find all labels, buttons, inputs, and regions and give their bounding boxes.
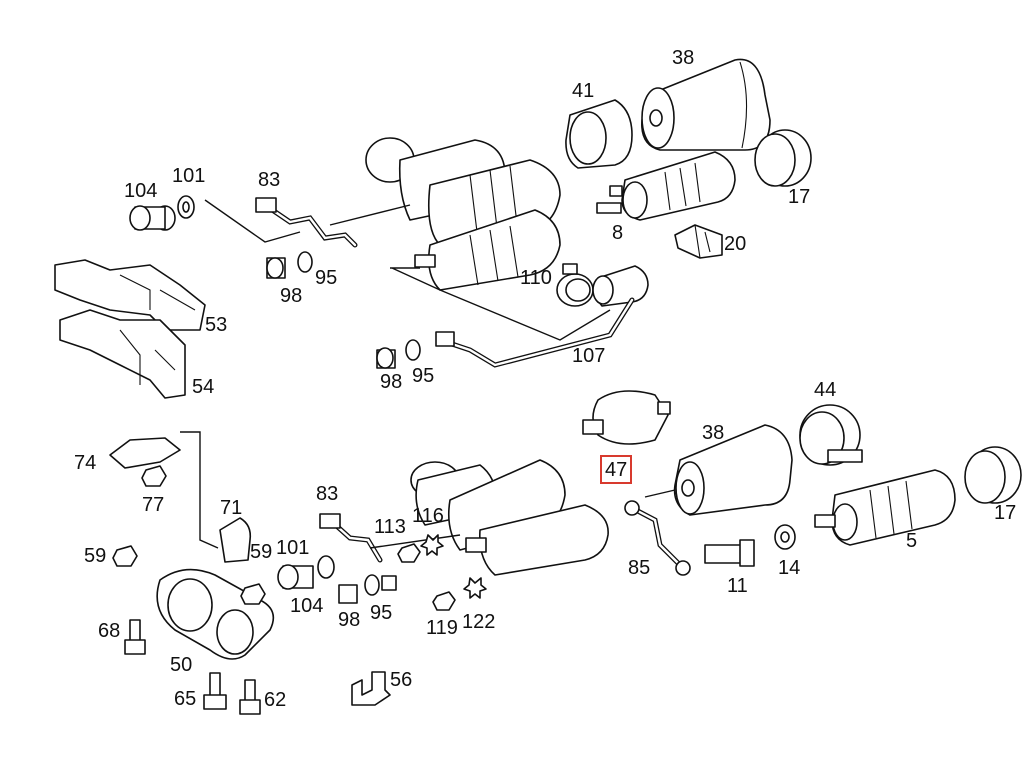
fuel-filter-top [641, 58, 771, 151]
damper-71 [219, 517, 252, 563]
bracket-54 [59, 309, 186, 399]
callout-59-left: 59 [84, 545, 107, 567]
bracket-74 [109, 437, 181, 469]
callout-98-mid: 98 [380, 371, 403, 393]
fuel-filter-lower [673, 424, 793, 516]
callout-47-highlighted[interactable]: 47 [600, 455, 633, 484]
callout-95-mid: 95 [412, 365, 435, 387]
callout-122: 122 [462, 611, 496, 633]
star-washer-116 [420, 534, 444, 556]
callout-38-top: 38 [672, 47, 695, 69]
callout-101-lower: 101 [276, 537, 310, 559]
callout-85: 85 [628, 557, 651, 579]
callout-95-top: 95 [315, 267, 338, 289]
washer-14 [774, 524, 796, 550]
callout-5: 5 [906, 530, 918, 552]
callout-77: 77 [142, 494, 165, 516]
callout-56: 56 [390, 669, 413, 691]
pipe-107 [435, 297, 635, 368]
nut-77 [141, 465, 167, 487]
star-washer-122 [463, 577, 487, 599]
lower-pump-assembly [410, 459, 609, 576]
callout-95-lower: 95 [370, 602, 393, 624]
callout-59-right: 59 [250, 541, 273, 563]
callout-8: 8 [612, 222, 624, 244]
callout-98-lower: 98 [338, 609, 361, 631]
fuel-pump-8 [596, 151, 736, 221]
bracket-53 [54, 259, 206, 331]
clamp-44 [799, 404, 863, 466]
fuel-pump-5 [814, 469, 956, 546]
callout-41: 41 [572, 80, 595, 102]
washer-101-top [177, 195, 195, 219]
callout-110: 110 [520, 267, 552, 289]
ring-17-top [754, 129, 812, 187]
callout-83-lower: 83 [316, 483, 339, 505]
washer-95-top [297, 251, 313, 273]
clamp-110 [556, 263, 594, 307]
callout-62: 62 [264, 689, 287, 711]
bolt-104-lower [277, 564, 314, 590]
bolt-68 [124, 619, 146, 655]
callout-101-top: 101 [172, 165, 206, 187]
upper-pump-assembly [365, 137, 561, 291]
callout-74: 74 [74, 452, 97, 474]
callout-104-lower: 104 [290, 595, 324, 617]
callout-104-top: 104 [124, 180, 158, 202]
callout-116: 116 [412, 505, 444, 527]
callout-83-top: 83 [258, 169, 281, 191]
washer-101-lower [317, 555, 335, 579]
accumulator-47 [582, 390, 671, 445]
clamp-50 [112, 545, 275, 660]
callout-113: 113 [374, 516, 406, 538]
screw-98-lower [338, 584, 358, 604]
bolt-65 [203, 672, 227, 710]
sensor-body [592, 265, 649, 307]
callout-107: 107 [572, 345, 606, 367]
callout-14: 14 [778, 557, 801, 579]
bolt-62 [239, 679, 261, 715]
screw-98-mid [376, 347, 396, 369]
ring-17-lower [964, 446, 1022, 504]
callout-17-top: 17 [788, 186, 811, 208]
nut-119 [432, 591, 456, 611]
callout-11: 11 [727, 575, 748, 597]
callout-65: 65 [174, 688, 197, 710]
washer-95-lower [364, 574, 397, 596]
washer-95-mid [405, 339, 421, 361]
callout-50: 50 [170, 654, 193, 676]
callout-71: 71 [220, 497, 243, 519]
callout-98-top: 98 [280, 285, 303, 307]
callout-54: 54 [192, 376, 215, 398]
bolt-104-top [129, 205, 176, 231]
screw-98-top [266, 257, 286, 279]
callout-38-lower: 38 [702, 422, 725, 444]
ring-41 [565, 99, 633, 169]
callout-119: 119 [426, 617, 458, 639]
pipe-85 [624, 500, 691, 576]
clip-56 [351, 671, 391, 706]
nut-113 [397, 543, 421, 563]
callout-17-lower: 17 [994, 502, 1017, 524]
fitting-11 [704, 539, 755, 567]
callout-68: 68 [98, 620, 121, 642]
callout-53: 53 [205, 314, 228, 336]
bracket-20 [674, 224, 723, 259]
callout-20: 20 [724, 233, 747, 255]
pipe-83-lower [319, 513, 383, 563]
callout-44: 44 [814, 379, 837, 401]
pipe-83-top [255, 197, 358, 248]
